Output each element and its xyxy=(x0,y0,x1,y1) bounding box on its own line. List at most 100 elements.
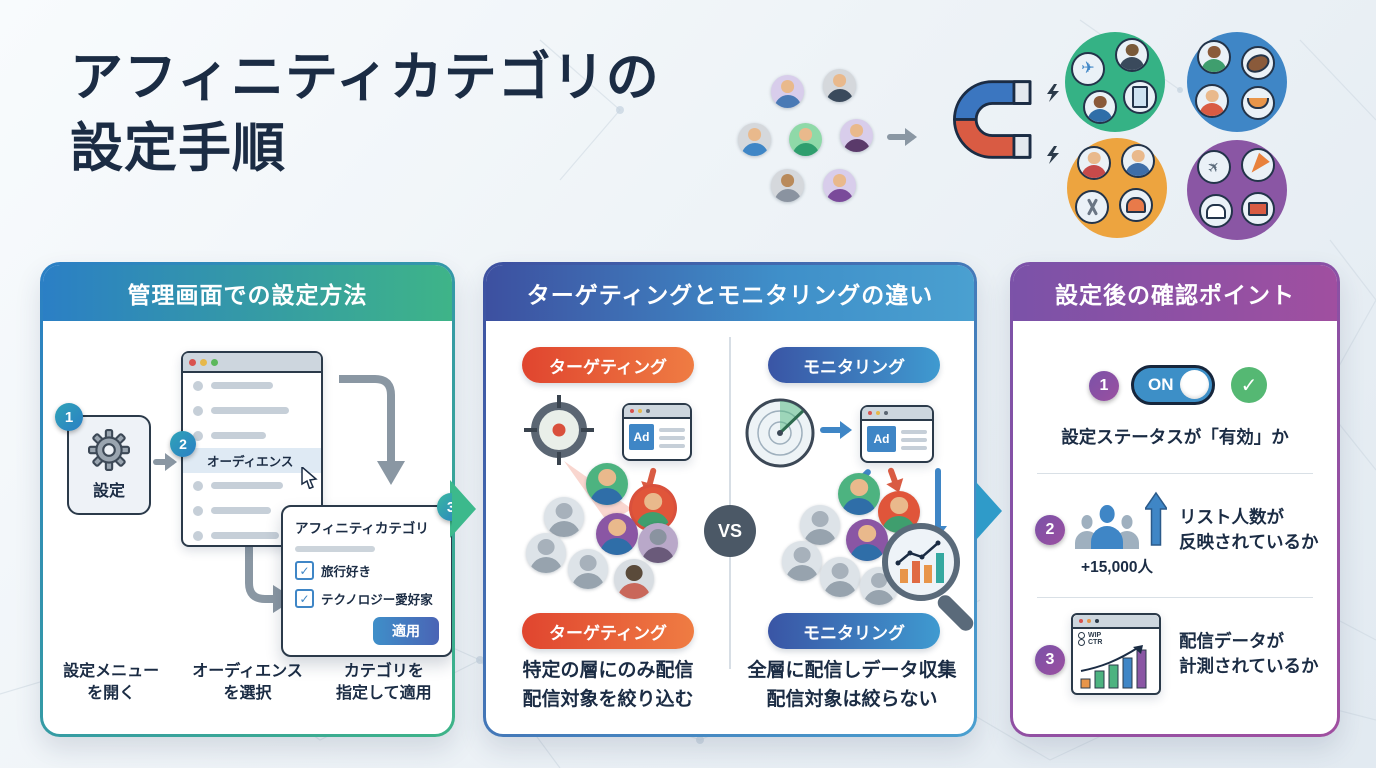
checkbox-checked-icon[interactable]: ✓ xyxy=(295,589,314,608)
chef-hat-icon xyxy=(1199,194,1233,228)
ad-text-lines xyxy=(901,426,927,452)
gear-icon xyxy=(88,429,130,471)
cursor-icon xyxy=(301,467,318,489)
caption-open-settings: 設定メニュー を開く xyxy=(63,663,160,702)
traffic-light-icon xyxy=(884,411,888,415)
ad-text-lines xyxy=(659,424,685,450)
spark-icon xyxy=(1047,146,1059,164)
broadcast-arrow-icon xyxy=(887,466,902,492)
plane-icon: ✈ xyxy=(1071,52,1105,86)
panel-targeting-vs-monitoring: ターゲティングとモニタリングの違い ターゲティング xyxy=(483,262,977,737)
monitoring-pill-bottom: モニタリング xyxy=(768,613,940,649)
traffic-light-icon xyxy=(1079,619,1083,623)
radar-to-ad-arrow-icon xyxy=(820,421,852,439)
monitoring-description: 全層に配信しデータ収集 配信対象は絞らない xyxy=(747,660,957,710)
category-option-tech-label: テクノロジー愛好家 xyxy=(321,593,433,607)
audience-growth-icon xyxy=(1075,491,1167,549)
check-3-caption: 配信データが 計測されているか xyxy=(1179,631,1319,677)
ad-window-targeting: Ad xyxy=(622,403,692,461)
person-icon xyxy=(1091,505,1123,549)
avatar xyxy=(738,123,771,156)
page-title-line2: 設定手順 xyxy=(70,119,286,179)
list-count-label: +15,000人 xyxy=(1081,559,1153,576)
menu-row xyxy=(183,473,321,498)
rocket-icon: ✈ xyxy=(1197,150,1231,184)
avatar-monitored xyxy=(846,519,888,561)
avatar xyxy=(771,169,804,202)
checkbox-checked-icon[interactable]: ✓ xyxy=(295,561,314,580)
category-option-travel-label: 旅行好き xyxy=(321,565,372,579)
menu-row xyxy=(183,523,321,548)
settings-label: 設定 xyxy=(92,483,125,500)
panel-post-setup-checks: 設定後の確認ポイント 1 ON ✓ 設定ステータスが「有効」か 2 +15,00… xyxy=(1010,262,1340,737)
popup-divider xyxy=(295,546,375,552)
traffic-light-yellow-icon xyxy=(200,358,207,366)
avatar xyxy=(771,75,804,108)
avatar-monitored-gray xyxy=(800,505,840,545)
avatar xyxy=(840,119,873,152)
football-icon xyxy=(1241,46,1275,80)
flow-arrow-icon xyxy=(887,128,917,146)
metric-ctr: CTR xyxy=(1078,639,1154,646)
magnet-icon xyxy=(953,80,1032,159)
traffic-light-icon xyxy=(876,411,880,415)
avatar xyxy=(823,69,856,102)
status-toggle[interactable]: ON xyxy=(1131,365,1215,405)
check-circle-icon: ✓ xyxy=(1231,367,1267,403)
ad-label: Ad xyxy=(629,424,654,450)
caption-apply-category: カテゴリを 指定して適用 xyxy=(336,663,432,702)
panel-check-header: 設定後の確認ポイント xyxy=(1013,265,1337,321)
step-1-badge: 1 xyxy=(55,403,83,431)
item-divider xyxy=(1037,597,1313,598)
toggle-on-label: ON xyxy=(1148,375,1174,394)
check-1-caption: 設定ステータスが「有効」か xyxy=(1061,427,1289,447)
menu-row xyxy=(183,398,321,423)
menu-item-audience[interactable]: オーディエンス xyxy=(183,448,321,489)
monitoring-pill-top: モニタリング xyxy=(768,347,940,383)
panel-admin-header: 管理画面での設定方法 xyxy=(43,265,452,321)
avatar xyxy=(1197,40,1231,74)
phone-icon xyxy=(1123,80,1157,114)
avatar-monitored xyxy=(838,473,880,515)
elbow-arrow-icon xyxy=(339,375,405,485)
avatar xyxy=(1083,90,1117,124)
avatar xyxy=(823,169,856,202)
crosshair-target-icon xyxy=(524,395,594,465)
targeting-description: 特定の層にのみ配信 配信対象を絞り込む xyxy=(522,660,694,710)
segment-cluster-lifestyle xyxy=(1067,138,1167,238)
avatar xyxy=(1115,38,1149,72)
chevron-right-blue-icon xyxy=(976,482,1002,540)
menu-row xyxy=(183,498,321,523)
traffic-light-icon xyxy=(646,409,650,413)
caption-select-audience: オーディエンス を選択 xyxy=(192,663,303,702)
menu-row xyxy=(183,373,321,398)
check-2-caption: リスト人数が 反映されているか xyxy=(1179,507,1319,553)
spark-icon xyxy=(1047,84,1059,102)
affinity-category-popup: アフィニティカテゴリ ✓ 旅行好き ✓ テクノロジー愛好家 適用 xyxy=(281,505,452,657)
report-bar-chart xyxy=(1080,645,1147,689)
category-option-tech[interactable]: ✓ テクノロジー愛好家 xyxy=(295,589,439,608)
apply-button[interactable]: 適用 xyxy=(373,617,439,645)
report-window: WIP CTR xyxy=(1071,613,1161,695)
settings-card: 設定 xyxy=(67,415,151,515)
pot-icon xyxy=(1241,192,1275,226)
avatar xyxy=(1195,84,1229,118)
avatar-dimmed xyxy=(638,523,678,563)
menu-item-audience-label: オーディエンス xyxy=(207,455,294,469)
avatar-targeted-highlight xyxy=(632,487,674,529)
menu-row xyxy=(183,423,321,448)
traffic-light-icon xyxy=(1087,619,1091,623)
bowl-icon xyxy=(1241,86,1275,120)
avatar-targeted xyxy=(596,513,638,555)
avatar-monitored-gray xyxy=(782,541,822,581)
category-option-travel[interactable]: ✓ 旅行好き xyxy=(295,561,439,580)
avatar-targeted xyxy=(586,463,628,505)
avatar-excluded xyxy=(568,549,608,589)
page-title-line1: アフィニティカテゴリの xyxy=(70,48,660,107)
toggle-knob xyxy=(1180,370,1209,399)
step-3-badge: 3 xyxy=(437,493,452,521)
avatar-excluded xyxy=(614,559,654,599)
vs-badge: VS xyxy=(704,505,756,557)
check-3-badge: 3 xyxy=(1035,645,1065,675)
audience-segmentation-illustration: ✈ ✈ xyxy=(735,22,1350,244)
